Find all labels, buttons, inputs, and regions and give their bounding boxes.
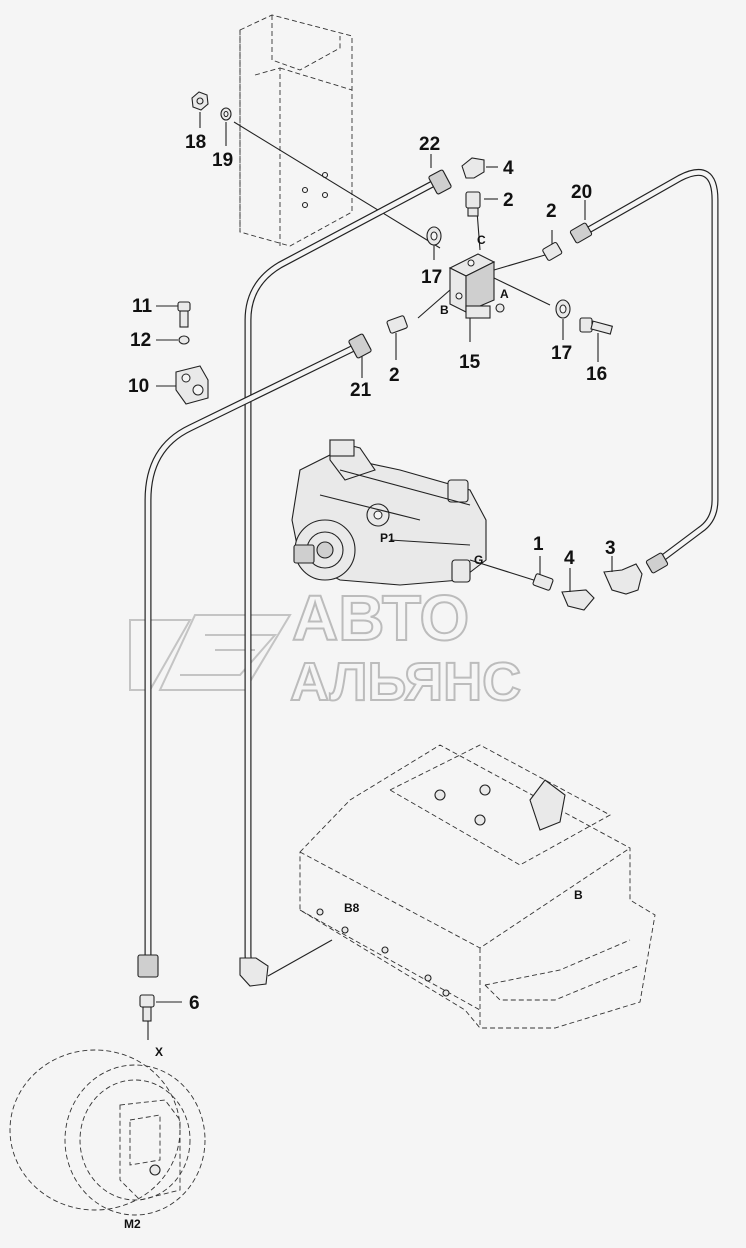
bolt-part-16 [579, 317, 614, 335]
washer-part-17-left [426, 226, 442, 246]
fitting-part-6 [139, 994, 155, 1022]
callout-22: 22 [419, 134, 440, 155]
watermark-line2: АЛЬЯНС [290, 652, 521, 712]
callout-19: 19 [212, 150, 233, 171]
clamp-part-10 [175, 365, 209, 405]
callout-10: 10 [128, 376, 149, 397]
washer-part-19 [220, 107, 232, 121]
bolt-part-11 [177, 301, 191, 328]
elbow-fitting-part-4-top [461, 157, 485, 179]
motor-label-m2: M2 [124, 1217, 141, 1231]
leader-19-valve [233, 121, 441, 249]
callout-16: 16 [586, 364, 607, 385]
gearbox-housing [299, 744, 656, 1029]
travel-motor-m2 [9, 1049, 206, 1216]
callout-12: 12 [130, 330, 151, 351]
port-label-b: B [440, 303, 449, 317]
callout-4-top: 4 [503, 158, 514, 179]
callout-17-right: 17 [551, 343, 572, 364]
callout-17-left: 17 [421, 267, 442, 288]
leader-valve-b [417, 289, 451, 319]
port-labels: C A B P1 G B8 B X M2 [124, 233, 583, 1231]
callout-2-top: 2 [503, 190, 514, 211]
callout-leaders [156, 112, 613, 1003]
hose-part-21 [137, 333, 372, 978]
port-label-c: C [477, 233, 486, 247]
port-label-a: A [500, 287, 509, 301]
leader-b8 [267, 939, 333, 977]
washer-part-12 [178, 335, 190, 345]
callout-1: 1 [533, 534, 544, 555]
elbow-fitting-part-4-lower [561, 589, 595, 611]
port-label-x: X [155, 1045, 163, 1059]
watermark-logo: АВТО АЛЬЯНС [129, 581, 522, 713]
tank-label-b: B [574, 888, 583, 902]
washer-part-17-right [555, 299, 571, 319]
watermark-line1: АВТО [292, 582, 469, 654]
callout-2-left: 2 [389, 365, 400, 386]
port-label-b8: B8 [344, 901, 360, 915]
hose-part-22 [239, 169, 452, 987]
tee-fitting-part-3 [603, 563, 643, 595]
valve-block-part-15 [448, 253, 505, 319]
callout-labels: 18 19 22 4 2 20 2 17 17 16 15 2 21 11 12… [128, 132, 616, 1014]
fitting-part-2-top [465, 191, 481, 217]
leader-valve-2 [493, 254, 546, 271]
leader-valve-a [493, 277, 551, 306]
leader-port-g [469, 559, 541, 583]
callout-4-lower: 4 [564, 548, 575, 569]
fitting-part-2-right [542, 241, 563, 261]
callout-6: 6 [189, 993, 200, 1014]
callout-15: 15 [459, 352, 481, 373]
hose-part-20 [569, 168, 719, 574]
callout-2-right: 2 [546, 201, 557, 222]
mounting-bracket [239, 14, 353, 247]
port-label-p1: P1 [380, 531, 395, 545]
callout-11: 11 [132, 296, 153, 317]
callout-21: 21 [350, 380, 372, 401]
fitting-part-1 [532, 573, 554, 591]
callout-3: 3 [605, 538, 616, 559]
nut-part-18 [191, 91, 209, 111]
hydraulic-pump-p1 [291, 439, 487, 586]
fitting-part-2-left [386, 315, 408, 334]
callout-20: 20 [571, 182, 592, 203]
callout-18: 18 [185, 132, 206, 153]
port-label-g: G [474, 553, 483, 567]
